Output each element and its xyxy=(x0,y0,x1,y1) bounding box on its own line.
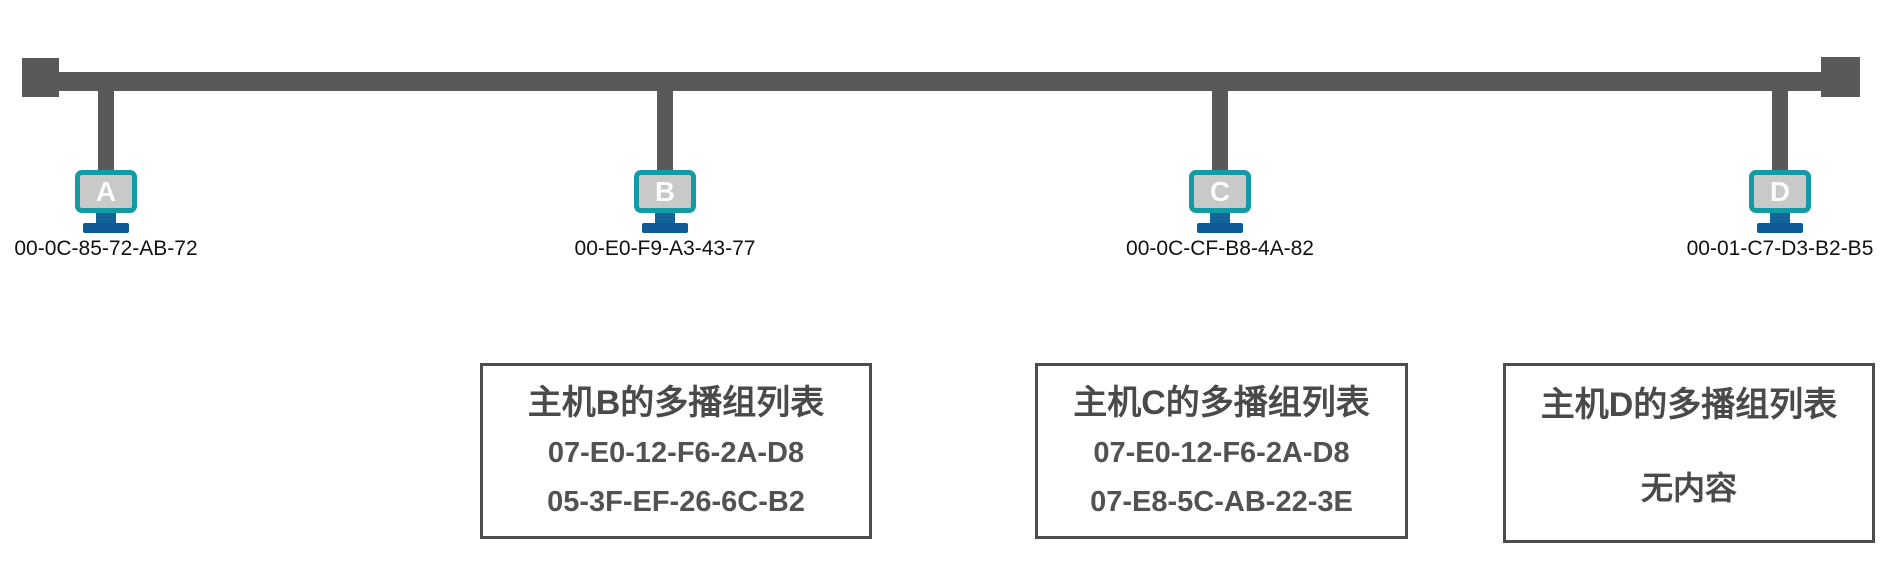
multicast-list-title-host-c: 主机C的多播组列表 xyxy=(1073,383,1370,422)
bus-terminator-left xyxy=(22,58,59,97)
host-c-drop-cable xyxy=(1212,80,1228,173)
host-b: B 00-E0-F9-A3-43-77 xyxy=(515,0,815,275)
host-a-drop-cable xyxy=(98,80,114,173)
host-c-mac-address: 00-0C-CF-B8-4A-82 xyxy=(1126,237,1314,260)
host-a-computer-icon: A xyxy=(75,170,137,213)
host-d-drop-cable xyxy=(1772,80,1788,173)
multicast-list-box-host-d: 主机D的多播组列表 无内容 xyxy=(1503,363,1875,543)
multicast-list-title-host-d: 主机D的多播组列表 xyxy=(1540,386,1838,424)
host-b-computer-icon: B xyxy=(634,170,696,213)
host-b-stand-base xyxy=(642,223,688,233)
bus-terminator-right xyxy=(1821,57,1860,97)
host-d-letter: D xyxy=(1769,175,1791,207)
multicast-group-address: 07-E0-12-F6-2A-D8 xyxy=(1093,437,1350,469)
host-b-stand-neck xyxy=(655,213,675,224)
multicast-group-address: 05-3F-EF-26-6C-B2 xyxy=(547,485,805,518)
multicast-group-address: 07-E8-5C-AB-22-3E xyxy=(1090,485,1353,518)
host-d-stand-base xyxy=(1757,223,1803,233)
host-c-letter: C xyxy=(1209,175,1231,207)
host-a: A 00-0C-85-72-AB-72 xyxy=(0,0,256,275)
host-a-stand-base xyxy=(83,223,129,233)
multicast-list-box-host-b: 主机B的多播组列表 07-E0-12-F6-2A-D8 05-3F-EF-26-… xyxy=(480,363,872,539)
host-b-mac-address: 00-E0-F9-A3-43-77 xyxy=(574,237,756,260)
ethernet-bus-line xyxy=(40,72,1830,91)
host-c: C 00-0C-CF-B8-4A-82 xyxy=(1070,0,1370,275)
host-c-stand-base xyxy=(1197,223,1243,233)
host-b-drop-cable xyxy=(657,80,673,173)
host-c-stand-neck xyxy=(1210,213,1230,224)
host-d-computer-icon: D xyxy=(1749,170,1811,213)
multicast-list-title-host-b: 主机B的多播组列表 xyxy=(527,383,825,422)
host-a-stand-neck xyxy=(96,213,116,224)
host-a-letter: A xyxy=(95,175,117,207)
host-c-computer-icon: C xyxy=(1189,170,1251,213)
multicast-group-address: 07-E0-12-F6-2A-D8 xyxy=(547,437,805,469)
host-a-mac-address: 00-0C-85-72-AB-72 xyxy=(14,237,198,260)
host-b-letter: B xyxy=(654,175,676,207)
host-d: D 00-01-C7-D3-B2-B5 xyxy=(1630,0,1890,275)
host-d-stand-neck xyxy=(1770,213,1790,224)
multicast-list-empty-note: 无内容 xyxy=(1640,470,1737,506)
multicast-list-box-host-c: 主机C的多播组列表 07-E0-12-F6-2A-D8 07-E8-5C-AB-… xyxy=(1035,363,1408,539)
host-d-mac-address: 00-01-C7-D3-B2-B5 xyxy=(1686,237,1874,260)
